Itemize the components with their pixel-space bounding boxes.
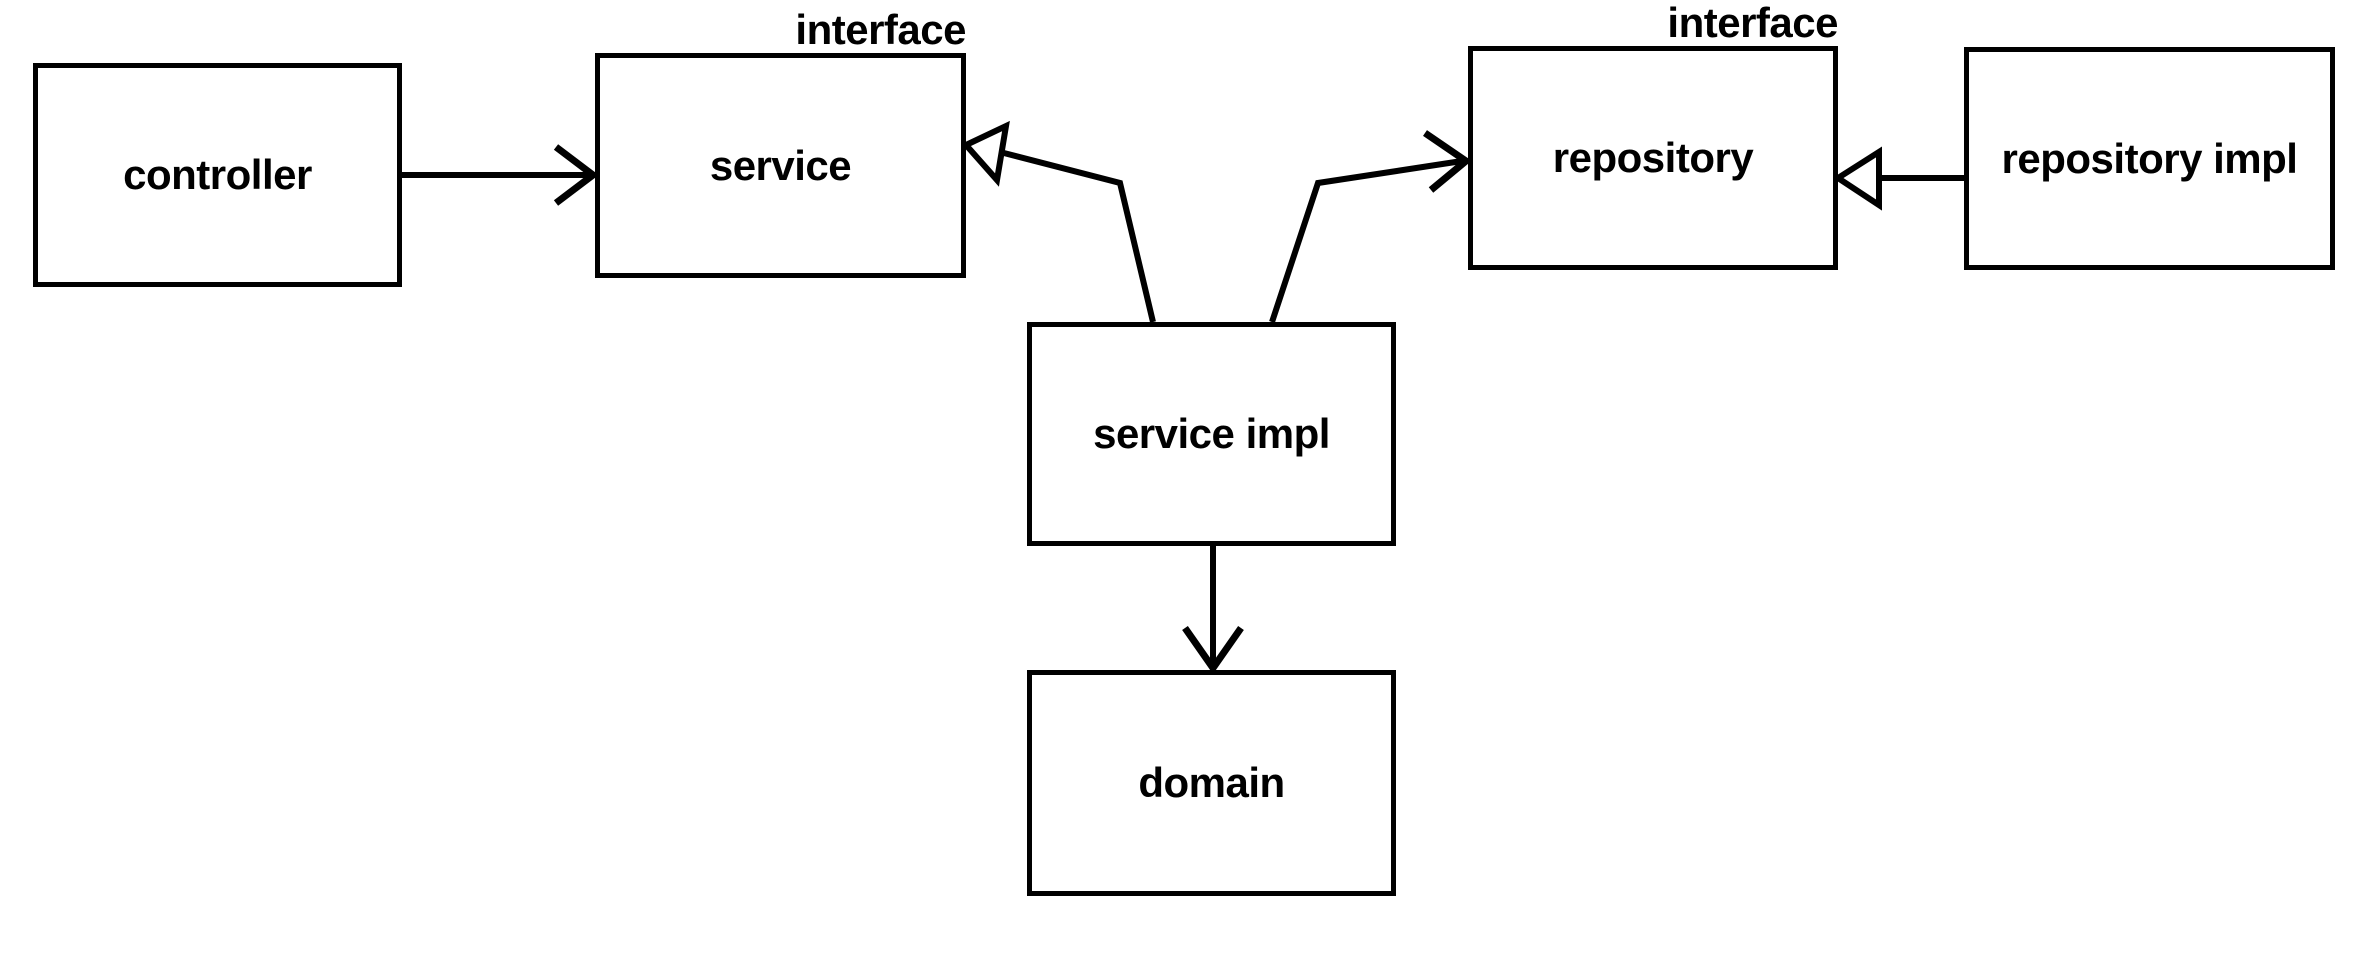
- edge-service-impl-to-domain: [1182, 546, 1244, 675]
- node-service-impl[interactable]: service impl: [1027, 322, 1396, 546]
- edge-service-impl-to-repository: [1269, 130, 1472, 323]
- node-repository-impl[interactable]: repository impl: [1964, 47, 2335, 270]
- stereotype-label-service: interface: [795, 6, 966, 53]
- node-service[interactable]: service: [595, 53, 966, 278]
- node-repository-label: repository: [1552, 134, 1754, 181]
- stereotype-label-repository: interface: [1667, 0, 1838, 46]
- edge-controller-to-service: [402, 144, 599, 206]
- node-repository[interactable]: repository: [1468, 46, 1838, 270]
- node-domain-label: domain: [1138, 759, 1285, 806]
- edge-repository-impl-to-repository: [1832, 146, 1964, 211]
- node-domain[interactable]: domain: [1027, 670, 1396, 896]
- edge-service-impl-to-service: [961, 120, 1156, 323]
- node-controller-label: controller: [123, 151, 312, 198]
- node-service-impl-label: service impl: [1093, 410, 1330, 457]
- node-service-label: service: [709, 141, 852, 189]
- node-controller[interactable]: controller: [33, 63, 402, 287]
- node-repository-impl-label: repository impl: [2001, 134, 2298, 182]
